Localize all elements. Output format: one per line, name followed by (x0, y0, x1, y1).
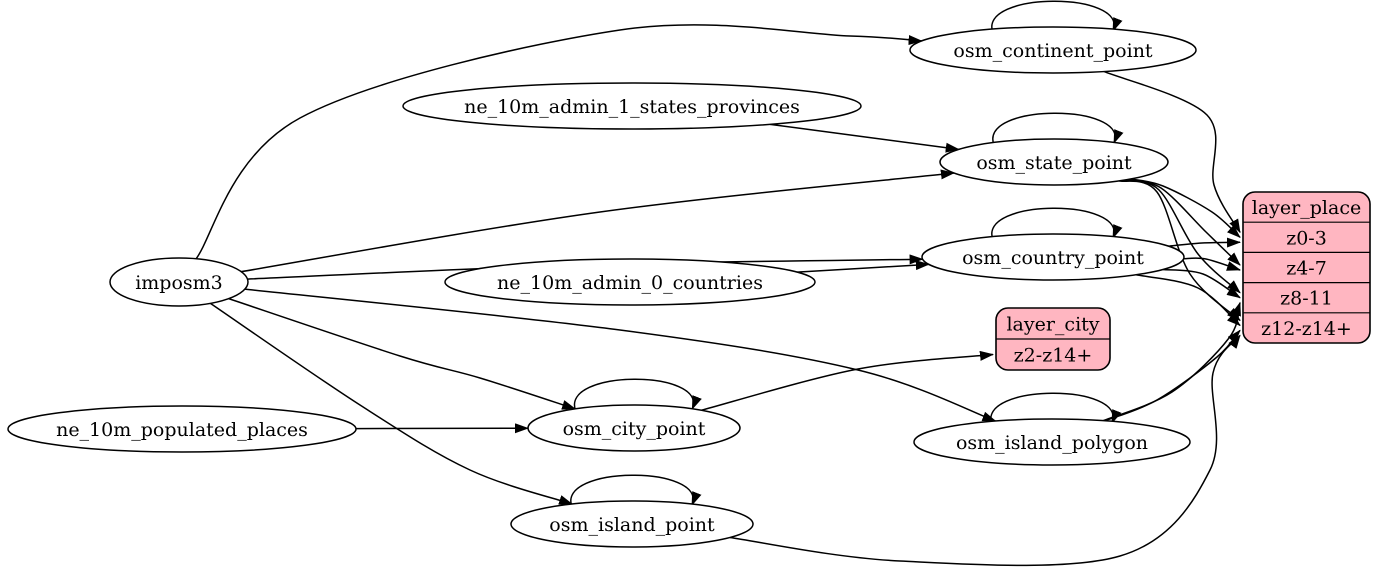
self-loop-osm_state_point (992, 112, 1124, 146)
edge-osm_island_point-layer_place-z12-z14+ (729, 334, 1241, 567)
node-shape-osm_state_point (939, 138, 1169, 186)
node-ne_10m_admin_1_states_provinces: ne_10m_admin_1_states_provinces (402, 82, 862, 130)
self-loop-osm_continent_point (991, 0, 1123, 34)
edge-osm_city_point-layer_city-z2-z14+ (701, 350, 994, 411)
node-label-ne_10m_populated_places: ne_10m_populated_places (56, 419, 308, 441)
node-osm_island_polygon: osm_island_polygon (913, 418, 1191, 466)
record-row-layer_place-z12-z14+: z12-z14+ (1261, 318, 1352, 340)
edge-ne_10m_admin_1_states_provinces-osm_state_point (770, 123, 960, 153)
edge-ne_10m_admin_0_countries-osm_country_point (797, 260, 930, 273)
node-label-imposm3: imposm3 (135, 272, 223, 294)
node-label-osm_state_point: osm_state_point (976, 152, 1132, 174)
edge-imposm3-osm_island_polygon (244, 288, 997, 422)
node-label-osm_continent_point: osm_continent_point (953, 40, 1153, 62)
node-osm_continent_point: osm_continent_point (909, 26, 1197, 74)
node-osm_state_point: osm_state_point (939, 138, 1169, 186)
record-row-layer_place-z8-11: z8-11 (1280, 288, 1333, 310)
edge-osm_country_point-layer_place-z0-3 (1168, 237, 1241, 248)
node-shape-ne_10m_admin_0_countries (444, 258, 816, 306)
node-shape-osm_island_polygon (913, 418, 1191, 466)
node-ne_10m_populated_places: ne_10m_populated_places (7, 405, 357, 453)
edge-osm_island_polygon-layer_place-z8-11 (1102, 301, 1241, 422)
self-loop-osm_country_point (991, 207, 1123, 241)
record-layer_city: layer_city z2-z14+ (995, 307, 1111, 371)
node-shape-ne_10m_populated_places (7, 405, 357, 453)
node-osm_island_point: osm_island_point (510, 500, 754, 548)
record-layer_place: layer_place z0-3 z4-7 z8-11 z12-z14+ (1242, 191, 1371, 344)
self-loop-osm_city_point (573, 378, 702, 412)
node-shape-ne_10m_admin_1_states_provinces (402, 82, 862, 130)
edge-osm_continent_point-layer_place-z0-3 (1103, 70, 1241, 234)
node-imposm3: imposm3 (109, 257, 249, 307)
node-shape-imposm3 (109, 257, 249, 307)
node-osm_country_point: osm_country_point (921, 233, 1185, 281)
node-ne_10m_admin_0_countries: ne_10m_admin_0_countries (444, 258, 816, 306)
edge-osm_country_point-layer_place-z8-11 (1162, 268, 1241, 299)
node-osm_city_point: osm_city_point (527, 404, 741, 452)
node-label-osm_island_point: osm_island_point (549, 514, 715, 536)
node-shape-osm_city_point (527, 404, 741, 452)
edge-imposm3-osm_continent_point (195, 24, 923, 260)
edge-imposm3-osm_state_point (241, 169, 955, 273)
node-shape-osm_country_point (921, 233, 1185, 281)
record-shape-layer_place (1242, 191, 1371, 344)
node-label-ne_10m_admin_0_countries: ne_10m_admin_0_countries (497, 272, 763, 294)
record-row-layer_place-z0-3: z0-3 (1286, 227, 1327, 249)
edge-osm_country_point-layer_place-z4-7 (1183, 257, 1241, 271)
node-label-ne_10m_admin_1_states_provinces: ne_10m_admin_1_states_provinces (464, 96, 800, 118)
self-loop-osm_island_polygon (990, 392, 1122, 426)
edge-osm_country_point-layer_place-z12-z14+ (1135, 274, 1241, 327)
node-shape-osm_island_point (510, 500, 754, 548)
node-label-osm_island_polygon: osm_island_polygon (956, 432, 1148, 454)
record-row-layer_place-z4-7: z4-7 (1286, 258, 1327, 280)
record-title-layer_city: layer_city (1006, 314, 1099, 336)
edge-osm_state_point-layer_place-z0-3 (1130, 178, 1241, 238)
edge-imposm3-osm_island_point (210, 302, 574, 505)
node-label-osm_city_point: osm_city_point (563, 418, 706, 440)
self-loop-osm_island_point (570, 474, 702, 508)
record-row-layer_city-z2-z14+: z2-z14+ (1014, 345, 1093, 367)
edge-osm_island_polygon-layer_place-z12-z14+ (1104, 329, 1241, 422)
edge-imposm3-osm_city_point (228, 297, 577, 410)
node-shape-osm_continent_point (909, 26, 1197, 74)
record-title-layer_place: layer_place (1252, 197, 1361, 219)
node-label-osm_country_point: osm_country_point (962, 247, 1144, 269)
